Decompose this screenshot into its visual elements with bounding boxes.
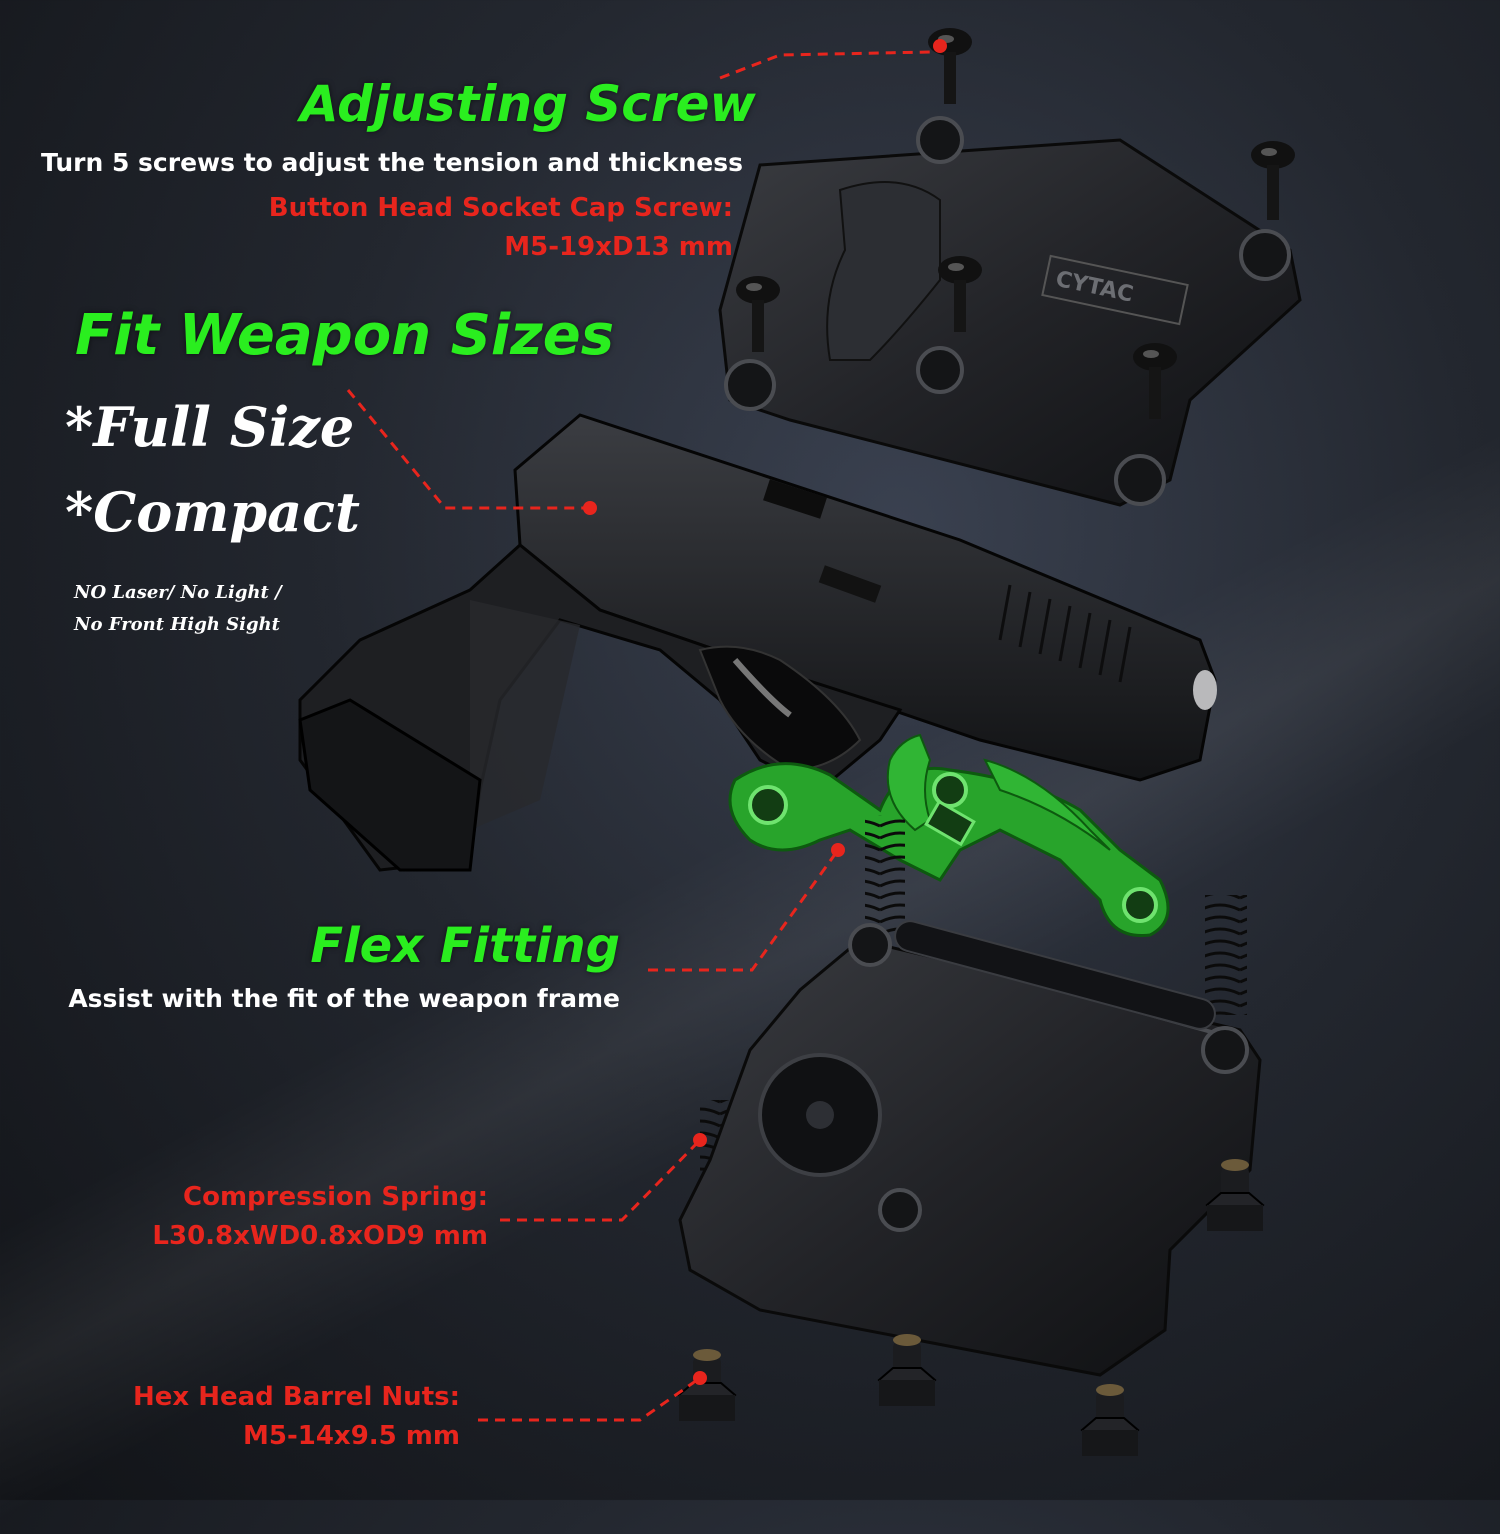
callout-dot — [831, 843, 845, 857]
callout-dot — [693, 1133, 707, 1147]
fit-weapon-title: Fit Weapon Sizes — [75, 303, 615, 368]
screw — [1133, 343, 1177, 419]
spring — [865, 815, 905, 935]
spring — [1205, 895, 1247, 1015]
exploded-view-illustration: CYTAC — [298, 28, 1302, 1456]
callout-line-adjusting-screw — [719, 50, 931, 80]
callout-dot — [933, 39, 947, 53]
screw-spec-line2: M5-19xD13 mm — [504, 232, 733, 262]
barrel-nuts-line2: M5-14x9.5 mm — [242, 1421, 460, 1451]
callout-dot — [693, 1371, 707, 1385]
adjusting-screws — [736, 28, 1295, 419]
barrel-nut — [1205, 1159, 1265, 1231]
callout-lines — [346, 50, 931, 1422]
screw — [928, 28, 972, 104]
barrel-nut — [677, 1349, 737, 1421]
flex-fitting-description: Assist with the fit of the weapon frame — [68, 984, 620, 1013]
callout-line-spring — [500, 1138, 702, 1222]
barrel-nuts-line1: Hex Head Barrel Nuts: — [133, 1382, 460, 1412]
barrel-nut — [877, 1334, 937, 1406]
callout-line-flex-fitting — [648, 849, 840, 972]
mounting-hole — [848, 923, 1249, 1232]
flex-fitting-title: Flex Fitting — [310, 918, 620, 974]
top-holster-plate: CYTAC — [718, 116, 1302, 507]
hex-barrel-nuts — [677, 1159, 1265, 1456]
fit-weapon-full-size: *Full Size — [65, 395, 355, 459]
flex-fitting-part — [728, 733, 1170, 938]
compression-spring-line2: L30.8xWD0.8xOD9 mm — [152, 1221, 488, 1251]
mounting-hole — [724, 116, 1291, 506]
adjustment-dial — [758, 1053, 882, 1177]
callout-dot — [583, 501, 597, 515]
fit-weapon-compact: *Compact — [65, 480, 360, 544]
fit-weapon-note-line2: No Front High Sight — [74, 614, 280, 635]
adjusting-screw-title: Adjusting Screw — [300, 75, 756, 133]
barrel-nut — [1080, 1384, 1140, 1456]
compression-spring-line1: Compression Spring: — [183, 1182, 488, 1212]
callout-dots — [583, 39, 947, 1385]
screw-spec-line1: Button Head Socket Cap Screw: — [268, 193, 733, 223]
screw — [1251, 141, 1295, 220]
fit-weapon-note-line1: NO Laser/ No Light / — [74, 582, 282, 603]
callout-line-nuts — [478, 1376, 701, 1422]
pistol — [298, 413, 1217, 872]
adjusting-screw-description: Turn 5 screws to adjust the tension and … — [41, 148, 743, 177]
screw — [938, 256, 982, 332]
screw — [736, 276, 780, 352]
bottom-holster-plate — [678, 920, 1262, 1377]
